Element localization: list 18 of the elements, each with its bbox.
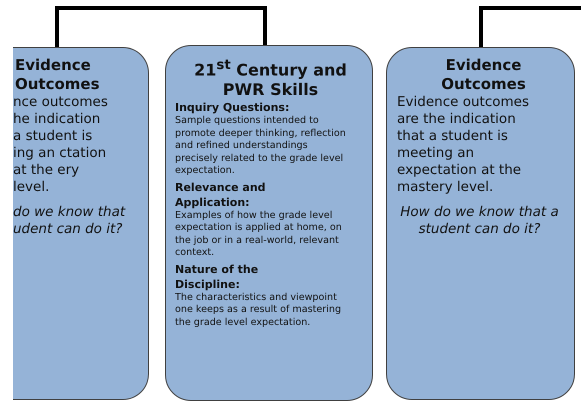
question-text: do we know that udent can do it? bbox=[13, 204, 126, 238]
section-heading: Inquiry Questions: bbox=[175, 100, 290, 116]
section-heading: Relevance and Application: bbox=[175, 180, 267, 210]
connector-line bbox=[55, 6, 267, 47]
card-heading: 21$^{st}$ Century and PWR Skills bbox=[193, 57, 348, 100]
question-text: How do we know that a student can do it? bbox=[399, 204, 560, 238]
section-text: Examples of how the grade level expectation is applied at home, on the job or in a real-world, relevant context. bbox=[175, 210, 343, 260]
card-heading: Evidence Outcomes bbox=[14, 56, 101, 94]
rounded-card bbox=[165, 45, 373, 401]
section-text: Sample questions intended to promote deeper thinking, reflection and refined understandings precisely related to the grade level expectation. bbox=[175, 115, 347, 178]
rounded-card bbox=[13, 47, 149, 400]
rounded-card bbox=[386, 47, 575, 400]
connector-line bbox=[479, 6, 581, 47]
section-heading: Nature of the Discipline: bbox=[175, 262, 260, 292]
body-text: Evidence outcomes are the indication that a student is meeting an expectation at the mastery level. bbox=[397, 94, 530, 196]
body-text: nce outcomes he indication a student is ing an ctation at the ery level. bbox=[13, 94, 109, 196]
section-text: The characteristics and viewpoint one keeps as a result of mastering the grade level expectation. bbox=[175, 292, 342, 330]
card-heading: Evidence Outcomes bbox=[440, 56, 527, 94]
